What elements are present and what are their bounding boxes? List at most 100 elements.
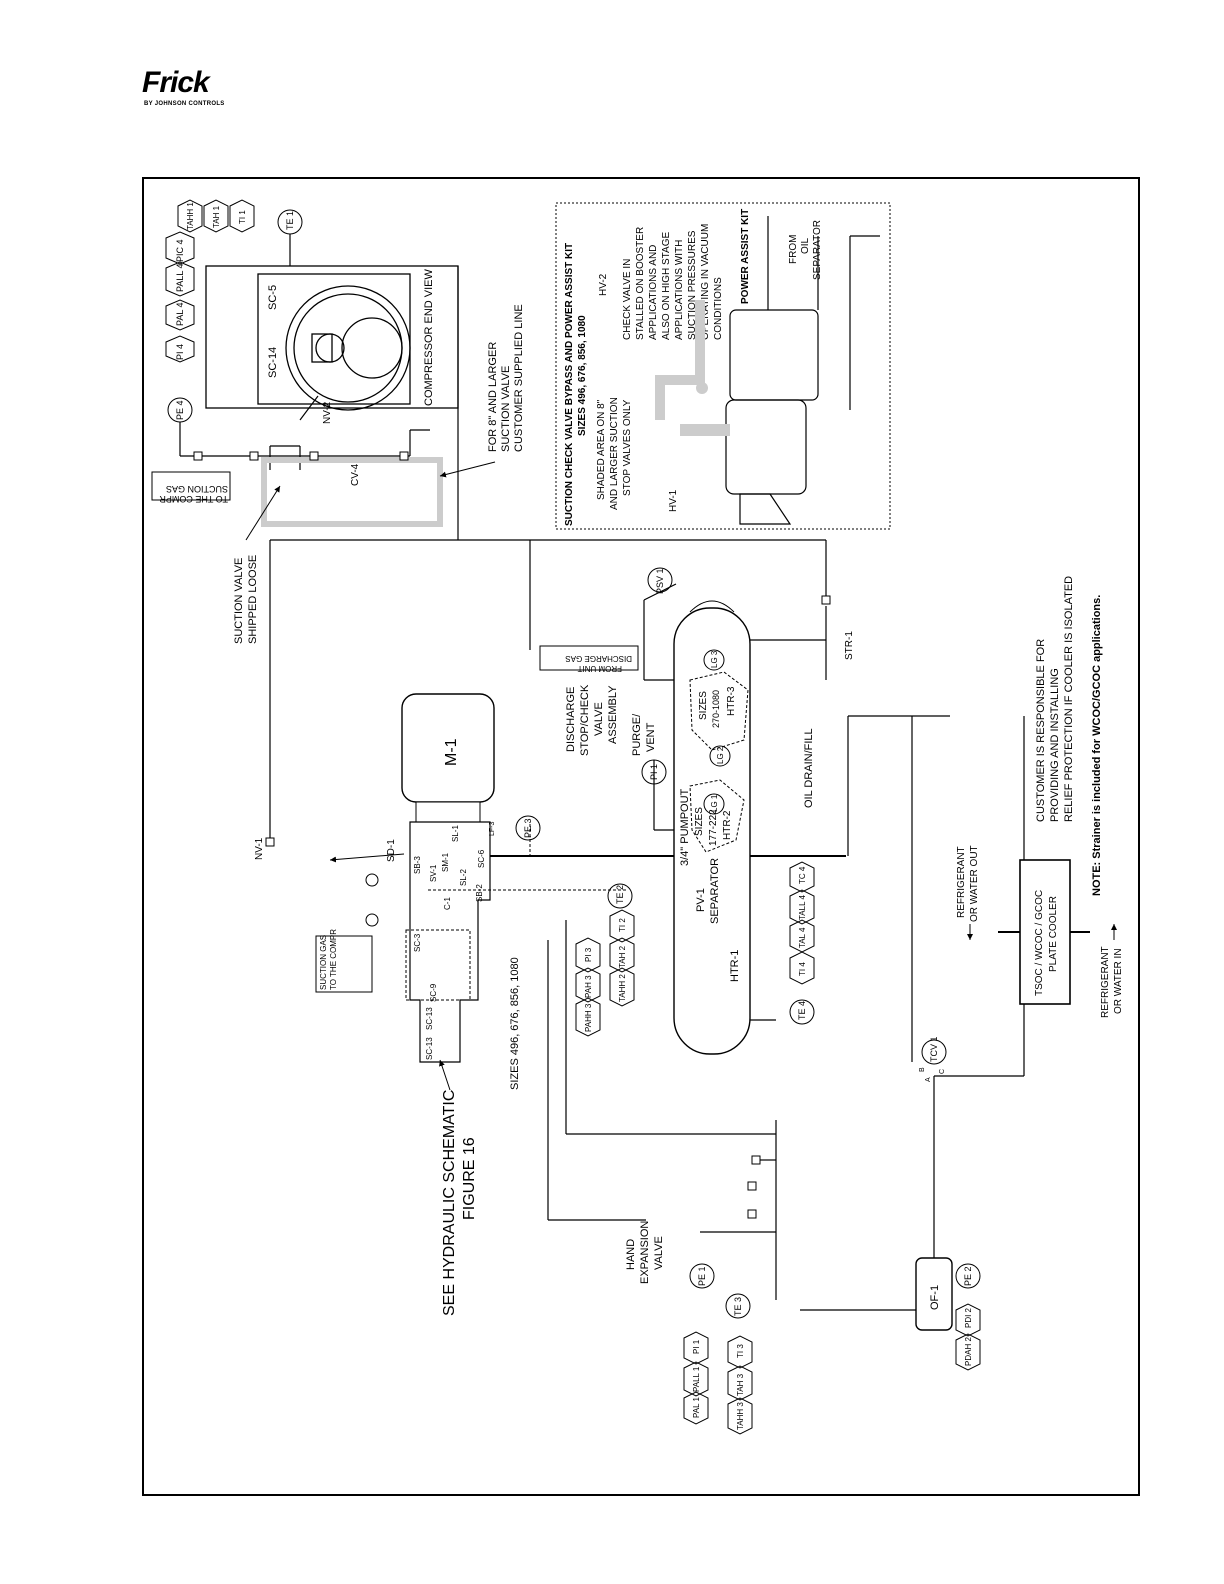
for-8in-note-2: SUCTION VALVE: [500, 366, 512, 452]
check-note-line: APPLICATIONS AND: [648, 245, 659, 340]
suction-gas-top-1: SUCTION GAS: [166, 484, 228, 494]
nv2-label: NV-2: [322, 401, 333, 424]
ref-in-2: OR WATER IN: [1113, 948, 1124, 1014]
port-label: SC-9: [429, 983, 438, 1002]
instrument-tag: PDAH 2: [955, 1333, 981, 1371]
instrument-label: TAL 4: [798, 927, 807, 948]
suction-piping-top: [179, 234, 459, 540]
instrument-tag: TAH 3: [727, 1365, 753, 1401]
brand-subtitle: BY JOHNSON CONTROLS: [144, 101, 225, 107]
instrument-label: TAH 2: [618, 945, 627, 968]
ref-out-1: REFRIGERANT: [956, 846, 967, 918]
plate-cooler-2: PLATE COOLER: [1048, 896, 1059, 972]
sizes-htr2-3: HTR-2: [722, 810, 733, 840]
instrument-label: PAHH 3: [584, 1003, 593, 1032]
tcv1-label: TCV 1: [929, 1036, 939, 1062]
instrument-label: PI 3: [584, 947, 593, 962]
check-note-line: ALSO ON HIGH STAGE: [661, 232, 672, 340]
instrument-label: TI 3: [736, 1344, 745, 1358]
strainer-note: NOTE: Strainer is included for WCOC/GCOC…: [1091, 595, 1103, 896]
sizes-htr2-1: SIZES: [694, 807, 705, 836]
for-8in-note-1: FOR 8" AND LARGER: [487, 342, 499, 452]
instrument-label: PIC 4: [175, 239, 185, 262]
instrument-label: PI 1: [692, 1339, 701, 1354]
port-a: A: [925, 1077, 932, 1082]
discharge-assembly-2: STOP/CHECK: [579, 684, 591, 756]
discharge-assembly-1: DISCHARGE: [565, 687, 577, 752]
instrument-group-1: PAL 1 PALL 1 PI 1: [683, 1331, 709, 1425]
instrument-tag: TAHH 3: [727, 1397, 753, 1435]
str1-label: STR-1: [844, 631, 855, 660]
kit-drawing: [725, 216, 880, 525]
oil-filter: [915, 1257, 953, 1331]
kit-title-1: SUCTION CHECK VALVE BYPASS AND POWER ASS…: [564, 243, 575, 526]
check-note-line: OPERATING IN VACUUM: [700, 224, 711, 340]
instrument-label: TC 4: [798, 866, 807, 884]
lg2-label: LG 2: [716, 746, 725, 764]
hand-exp-3: VALVE: [653, 1236, 665, 1270]
kit-shaded-3: STOP VALVES ONLY: [622, 399, 633, 496]
of1-label: OF-1: [929, 1285, 941, 1310]
see-hydraulic-2: FIGURE 16: [461, 1137, 478, 1220]
suction-valve-loose-2: SHIPPED LOOSE: [247, 555, 259, 644]
sizes-htr2-2: 177-222: [708, 809, 719, 846]
pe2-label: PE 2: [963, 1266, 973, 1286]
power-assist-label: POWER ASSIST KIT: [740, 209, 751, 304]
check-note-line: APPLICATIONS WITH: [674, 240, 685, 340]
te4-label: TE 4: [797, 1001, 807, 1020]
purge-vent-1: PURGE/: [631, 713, 643, 756]
port-label: SC-13: [425, 1007, 434, 1030]
instrument-label: TI 4: [798, 962, 807, 976]
pumpout-label: 3/4" PUMPOUT: [679, 788, 691, 866]
purge-vent-2: VENT: [645, 722, 657, 752]
sc5-label: SC-5: [267, 285, 279, 310]
te3-label: TE 3: [733, 1297, 743, 1316]
kit-hv2: HV-2: [598, 273, 609, 296]
nv1-label: NV-1: [254, 837, 265, 860]
pe3-label: PE 3: [523, 818, 533, 838]
port-label: SB-2: [475, 884, 484, 902]
port-label: SV-1: [429, 864, 438, 882]
see-hydraulic-1: SEE HYDRAULIC SCHEMATIC: [441, 1090, 458, 1316]
from-oil-sep-2: OIL: [800, 237, 811, 254]
instrument-group-3b: TAHH 3 TAH 3 TI 3: [727, 1335, 753, 1435]
instrument-tag: TI 3: [727, 1335, 753, 1369]
sizes-list: SIZES 496, 676, 856, 1080: [509, 957, 521, 1090]
instrument-tag: TI 1: [229, 199, 255, 233]
discharge-assembly-4: ASSEMBLY: [607, 685, 619, 744]
instrument-tag: TAH 1: [203, 199, 229, 233]
cv4-label: CV-4: [350, 463, 361, 486]
instrument-label: PAH 3: [584, 975, 593, 998]
kit-shaded-1: SHADED AREA ON 8": [596, 399, 607, 500]
customer-note-3: RELIEF PROTECTION IF COOLER IS ISOLATED: [1063, 576, 1075, 822]
pe4-label: PE 4: [175, 400, 185, 420]
sizes-htr3-2: 270-1080: [711, 690, 721, 728]
diagram-frame: [142, 177, 1140, 1496]
separator-vessel: [673, 607, 751, 1055]
instrument-tag: PALL 1: [683, 1361, 709, 1397]
plate-cooler: [1019, 859, 1071, 1005]
kit-hv1: HV-1: [668, 489, 679, 512]
instrument-label: TAHH 1: [186, 202, 195, 230]
sizes-htr3-1: SIZES: [698, 691, 709, 720]
from-oil-sep-1: FROM: [788, 235, 799, 264]
instrument-tag: PAH 3: [575, 967, 601, 1003]
top-instrument-row: PI 4 PAL 4 PALL 4 PIC 4 TAHH 1 TAH 1 TI …: [165, 199, 255, 363]
discharge-gas-1: DISCHARGE GAS: [565, 654, 632, 663]
instrument-label: TI 1: [238, 210, 247, 224]
suction-valve-loose-1: SUCTION VALVE: [233, 558, 245, 644]
pe1-label: PE 1: [697, 1266, 707, 1286]
kit-check-note: CHECK VALVE IN STALLED ON BOOSTER APPLIC…: [622, 224, 724, 340]
port-label: SC-3: [413, 933, 422, 952]
m1-label: M-1: [443, 738, 460, 766]
port-label: C-1: [443, 897, 452, 910]
compressor-end-view: [205, 265, 459, 411]
customer-note-1: CUSTOMER IS RESPONSIBLE FOR: [1035, 639, 1047, 822]
instrument-tag: PALL 4: [165, 261, 195, 297]
check-note-line: STALLED ON BOOSTER: [635, 227, 646, 340]
instrument-group-4: TI 4 TAL 4 TALL 4 TC 4: [789, 861, 815, 985]
instrument-label: PAL 4: [175, 302, 185, 326]
instrument-tag: TAHH 2: [609, 967, 635, 1007]
main-suction-line: [269, 539, 827, 842]
instrument-tag: TI 4: [789, 951, 815, 985]
